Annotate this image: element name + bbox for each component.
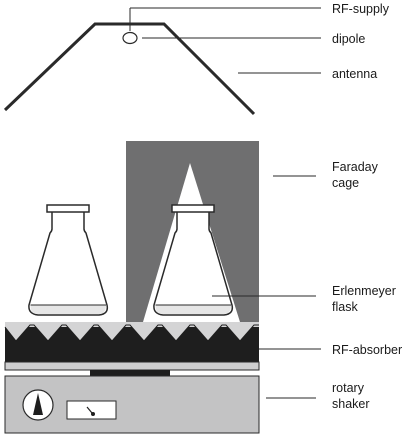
label-flask-line2: flask bbox=[332, 300, 358, 314]
shaker-platform bbox=[4, 361, 260, 371]
label-rf-absorber: RF-absorber bbox=[332, 343, 402, 357]
erlenmeyer-flask-left bbox=[28, 204, 109, 316]
label-shaker-line2: shaker bbox=[332, 397, 370, 411]
gauge-display-icon bbox=[66, 400, 117, 420]
erlenmeyer-flask-right bbox=[153, 204, 234, 316]
label-faraday-line1: Faraday bbox=[332, 160, 379, 174]
dipole bbox=[122, 31, 138, 45]
label-dipole: dipole bbox=[332, 32, 365, 46]
dial-icon bbox=[22, 389, 54, 421]
label-faraday-line2: cage bbox=[332, 176, 359, 190]
label-shaker-line1: rotary bbox=[332, 381, 365, 395]
label-rf-supply: RF-supply bbox=[332, 2, 390, 16]
label-flask-line1: Erlenmeyer bbox=[332, 284, 396, 298]
shaker-connector bbox=[90, 370, 170, 376]
label-antenna: antenna bbox=[332, 67, 377, 81]
rf-absorber bbox=[4, 322, 259, 362]
